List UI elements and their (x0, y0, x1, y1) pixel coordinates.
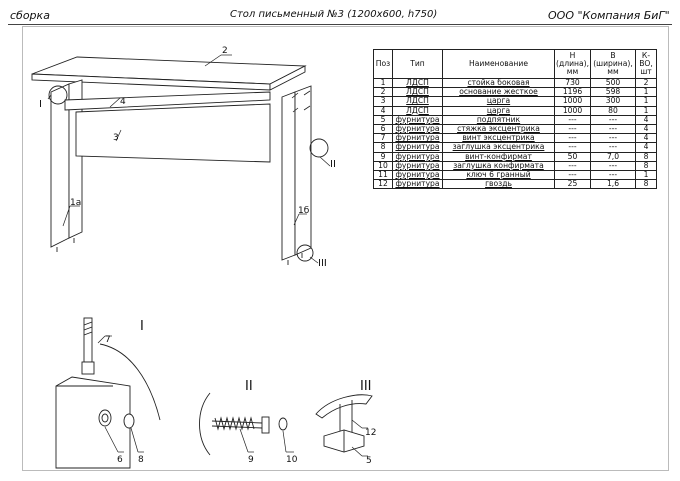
specification-table: Поз Тип Наименование Н (длина), мм В (ши… (373, 49, 657, 190)
table-cell: 80 (590, 105, 636, 116)
marker-III: III (318, 258, 327, 269)
detail-title-III: III (360, 379, 372, 394)
table-cell: 8 (635, 151, 657, 162)
right-panel-fittings (291, 90, 311, 113)
detail-circle-II (309, 138, 329, 158)
callout-9: 9 (248, 455, 254, 465)
table-cell: 1 (635, 105, 657, 116)
left-side-panel (50, 79, 83, 252)
table-cell: 300 (590, 96, 636, 107)
header-section-label: сборка (10, 9, 50, 22)
table-cell: 9 (373, 151, 393, 162)
table-cell: фурнитура (392, 179, 443, 190)
table-cell: 1000 (554, 105, 591, 116)
table-cell: 50 (554, 151, 591, 162)
col-header-width: В (ширина), мм (590, 49, 636, 79)
col-header-pos: Поз (373, 49, 393, 79)
col-header-name: Наименование (442, 49, 555, 79)
callout-7: 7 (105, 335, 111, 345)
table-cell: гвоздь (442, 179, 555, 190)
callout-5: 5 (366, 456, 372, 466)
detail-circle-I (48, 85, 68, 105)
col-header-type: Тип (392, 49, 443, 79)
table-cell: царга (442, 105, 555, 116)
callout-8: 8 (138, 455, 144, 465)
callout-4: 4 (120, 97, 126, 107)
confirmat-screw-9 (211, 416, 270, 434)
drawing-frame (22, 26, 669, 471)
header-rule (8, 24, 672, 25)
detail-III-view (315, 394, 373, 457)
table-cell: фурнитура (392, 142, 443, 153)
table-cell: 1 (635, 96, 657, 107)
table-cell: 3 (373, 96, 393, 107)
table-cell: 25 (554, 179, 591, 190)
table-cell: 1000 (554, 96, 591, 107)
callout-2: 2 (222, 46, 228, 56)
header-company-name: ООО "Компания БиГ" (548, 9, 670, 22)
table-cell: фурнитура (392, 151, 443, 162)
table-header-row: Поз Тип Наименование Н (длина), мм В (ши… (373, 49, 657, 79)
header-drawing-title: Стол письменный №3 (1200х600, h750) (230, 9, 438, 20)
table-cell: 7,0 (590, 151, 636, 162)
table-cell: ЛДСП (392, 96, 443, 107)
confirmat-cap-10 (278, 417, 288, 431)
marker-I: I (39, 99, 42, 110)
callout-6: 6 (117, 455, 123, 465)
table-cell: 12 (373, 179, 393, 190)
detail-II-view (199, 392, 294, 456)
eccentric-coupling-6 (98, 409, 112, 427)
detail-I-view (55, 317, 161, 469)
col-header-qty: К-ВО, шт (635, 49, 657, 79)
detail-circle-III (296, 244, 314, 262)
table-cell: ЛДСП (392, 105, 443, 116)
callout-1a: 1а (70, 198, 81, 208)
table-cell: --- (554, 142, 591, 153)
table-cell: 4 (373, 105, 393, 116)
table-cell: заглушка эксцентрика (442, 142, 555, 153)
table-cell: царга (442, 96, 555, 107)
col-header-length: Н (длина), мм (554, 49, 591, 79)
eccentric-cap-8 (123, 413, 135, 429)
table-cell: винт-конфирмат (442, 151, 555, 162)
rear-apron (75, 103, 271, 163)
callout-10: 10 (286, 455, 298, 465)
detail-title-I: I (140, 319, 144, 334)
right-side-panel (281, 85, 312, 265)
callout-12: 12 (365, 428, 376, 438)
table-cell: 1,6 (590, 179, 636, 190)
marker-II: II (330, 159, 336, 170)
front-apron (64, 91, 271, 111)
table-cell: --- (590, 142, 636, 153)
callout-3: 3 (113, 133, 119, 143)
table-cell: 4 (635, 142, 657, 153)
table-cell: 8 (373, 142, 393, 153)
callout-1b: 1б (298, 206, 310, 216)
tabletop-part (31, 56, 307, 91)
detail-title-II: II (245, 379, 253, 394)
table-cell: 8 (635, 179, 657, 190)
